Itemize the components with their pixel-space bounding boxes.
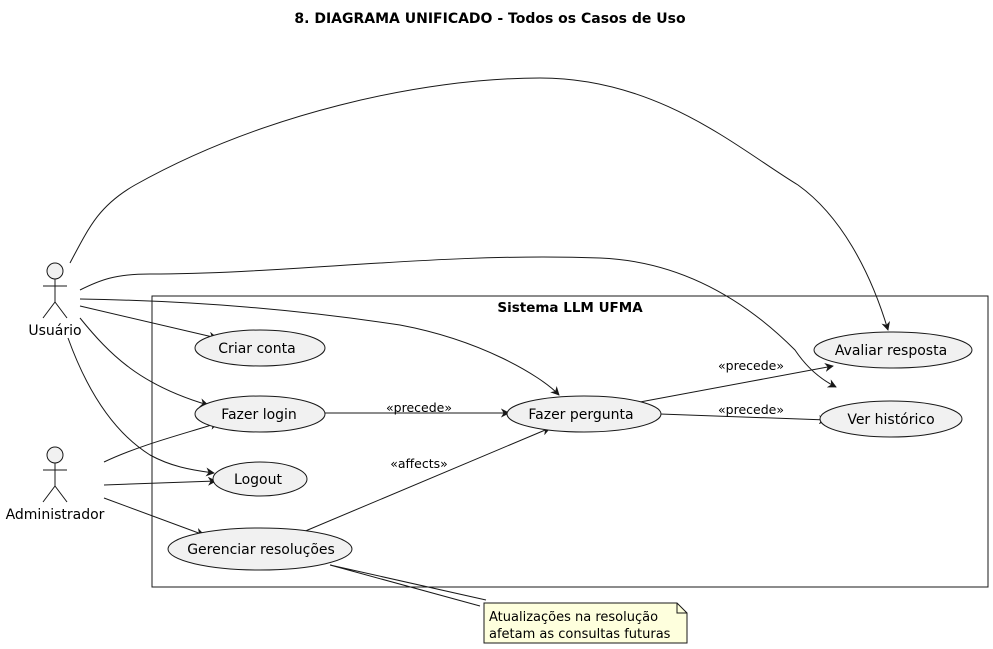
usecase-avaliar-resposta[interactable] — [813, 331, 973, 369]
edge-usuario-logout — [67, 337, 215, 477]
diagram-title: 8. DIAGRAMA UNIFICADO - Todos os Casos d… — [294, 11, 686, 27]
edge-pergunta-historico — [659, 413, 828, 425]
label-login-pergunta: «precede» — [386, 400, 452, 415]
note — [483, 602, 688, 644]
usecase-ver-historico-label: Ver histórico — [847, 412, 934, 428]
usecase-fazer-login[interactable] — [194, 395, 326, 433]
actor-administrador-label: Administrador — [6, 507, 105, 523]
actor-administrador[interactable] — [42, 446, 68, 503]
edge-usuario-fazer-login — [79, 317, 209, 408]
actor-usuario[interactable] — [42, 262, 68, 319]
label-pergunta-avaliar: «precede» — [718, 358, 784, 373]
edge-administrador-logout — [103, 476, 217, 486]
usecase-avaliar-resposta-label: Avaliar resposta — [835, 343, 947, 359]
edge-pergunta-avaliar — [639, 363, 834, 403]
actor-usuario-label: Usuário — [28, 323, 81, 339]
usecase-criar-conta-label: Criar conta — [218, 341, 295, 357]
note-connector — [329, 564, 487, 607]
usecase-ver-historico[interactable] — [819, 400, 963, 438]
note-line-1: Atualizações na resolução — [489, 610, 658, 625]
edge-administrador-fazer-login — [103, 421, 219, 463]
usecase-gerenciar-resolucoes[interactable] — [167, 527, 353, 571]
usecase-logout-label: Logout — [234, 472, 282, 488]
actor-usuario-head — [46, 262, 64, 280]
edge-usuario-fazer-pergunta — [79, 298, 560, 396]
usecase-fazer-pergunta[interactable] — [506, 395, 662, 433]
actor-administrador-head — [46, 446, 64, 464]
edge-gerenciar-pergunta — [302, 426, 551, 533]
system-boundary-title: Sistema LLM UFMA — [497, 300, 643, 316]
usecase-criar-conta[interactable] — [194, 329, 326, 367]
edge-usuario-ver-historico — [79, 256, 837, 388]
edge-usuario-avaliar-resposta — [69, 77, 890, 331]
usecase-fazer-pergunta-label: Fazer pergunta — [528, 407, 633, 423]
label-gerenciar-pergunta: «affects» — [390, 456, 448, 471]
system-boundary — [151, 295, 989, 588]
label-pergunta-historico: «precede» — [718, 402, 784, 417]
note-line-2: afetam as consultas futuras — [489, 627, 671, 642]
usecase-logout[interactable] — [212, 461, 308, 497]
usecase-gerenciar-resolucoes-label: Gerenciar resoluções — [187, 542, 335, 558]
usecase-fazer-login-label: Fazer login — [221, 407, 297, 423]
edge-usuario-criar-conta — [79, 305, 218, 341]
edge-administrador-gerenciar — [103, 497, 205, 537]
